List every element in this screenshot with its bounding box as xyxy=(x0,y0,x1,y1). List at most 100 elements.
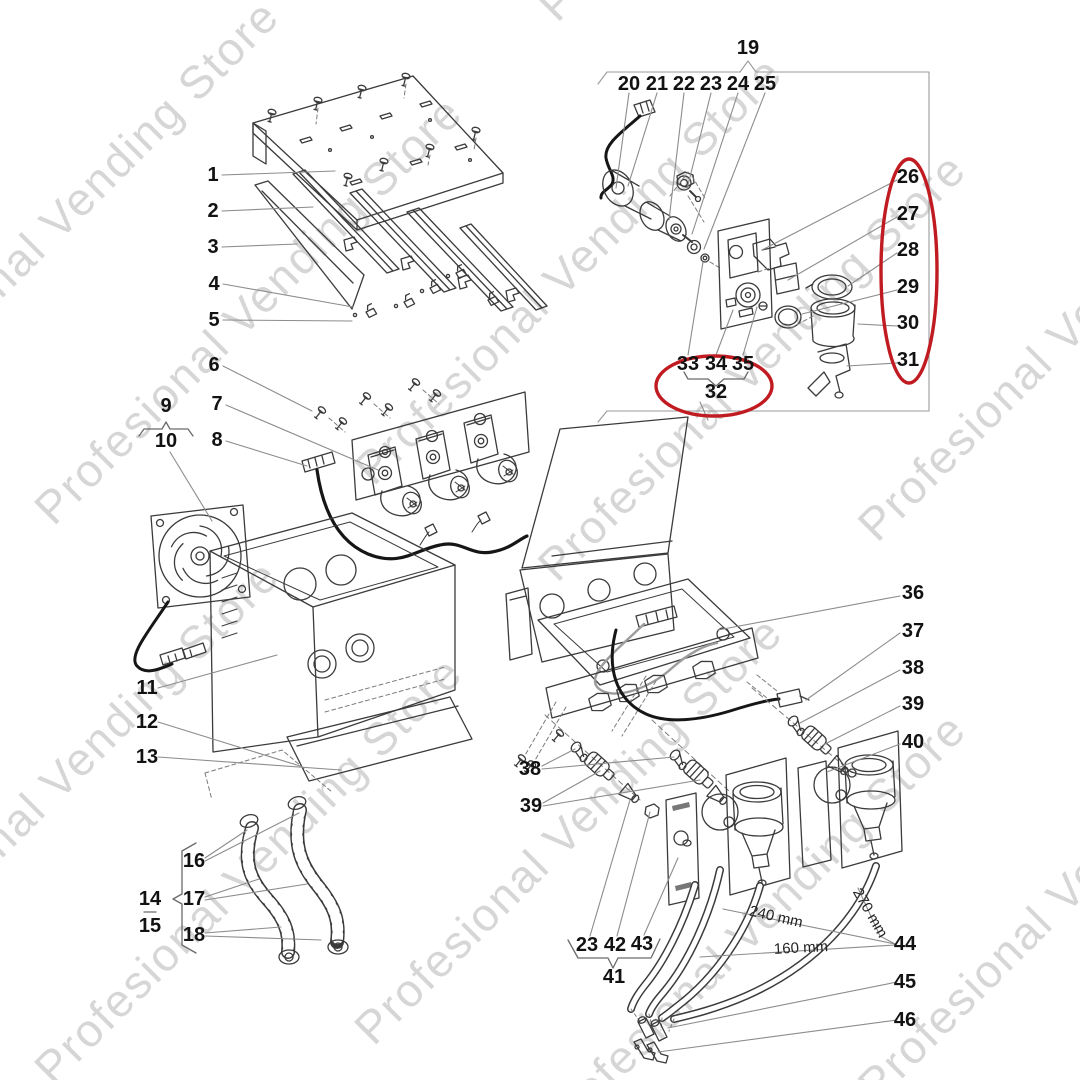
callout-23: 23 xyxy=(699,73,723,95)
doser-motor xyxy=(602,169,693,243)
measurement-160mm: 160 mm xyxy=(773,938,829,958)
board-tray-assembly xyxy=(512,578,810,775)
tray-clips xyxy=(352,263,500,319)
bracket-14-15 xyxy=(172,842,197,954)
callout-42: 42 xyxy=(603,934,627,956)
screw-axes xyxy=(315,83,477,166)
callout-26: 26 xyxy=(896,166,920,188)
callout-34: 34 xyxy=(704,353,728,375)
callout-31: 31 xyxy=(896,349,920,371)
callout-35: 35 xyxy=(731,353,755,375)
sensor-cable xyxy=(610,628,810,722)
doser-units xyxy=(701,730,903,896)
callout-22: 22 xyxy=(672,73,696,95)
callout-17: 17 xyxy=(182,888,206,910)
measurement-270mm: 270 mm xyxy=(849,885,891,941)
doser-outlet xyxy=(807,343,851,399)
retainer-panel xyxy=(665,792,700,906)
callout-25: 25 xyxy=(753,73,777,95)
doser-group-frame xyxy=(597,60,930,423)
callout-8: 8 xyxy=(211,429,223,451)
tray-slots xyxy=(299,100,473,186)
callout-28: 28 xyxy=(896,239,920,261)
fan-cable xyxy=(133,600,207,673)
callout-45: 45 xyxy=(893,971,917,993)
callout-13: 13 xyxy=(135,746,159,768)
blank-card xyxy=(797,760,832,868)
valve-part xyxy=(676,171,702,203)
red-highlights xyxy=(654,157,939,418)
machine-back-panels xyxy=(505,416,689,663)
callout-18: 18 xyxy=(182,924,206,946)
tray-front-panel xyxy=(254,180,365,310)
red-highlight-ellipse-2 xyxy=(654,354,774,418)
mounting-plate xyxy=(717,218,773,330)
connector-jack xyxy=(635,605,678,628)
callout-19: 19 xyxy=(736,37,760,59)
callout-39-right: 39 xyxy=(901,693,925,715)
vent-slots xyxy=(221,572,238,639)
leader-lines xyxy=(157,92,901,1053)
wiring-harness xyxy=(301,451,529,561)
motor-panel xyxy=(351,391,530,501)
callout-36: 36 xyxy=(901,582,925,604)
callout-32: 32 xyxy=(704,381,728,403)
callout-27: 27 xyxy=(896,203,920,225)
callout-40: 40 xyxy=(901,731,925,753)
callout-38-right: 38 xyxy=(901,657,925,679)
callout-10: 10 xyxy=(154,430,178,452)
callout-23-bottom: 23 xyxy=(575,934,599,956)
bracket-9-10 xyxy=(138,421,194,437)
front-rail xyxy=(545,627,759,719)
bracket-41 xyxy=(567,938,661,969)
callout-3: 3 xyxy=(207,236,219,258)
callout-33: 33 xyxy=(676,353,700,375)
callout-7: 7 xyxy=(211,393,223,415)
mixer-box xyxy=(209,512,473,782)
callout-41: 41 xyxy=(602,966,626,988)
doser-group-parts xyxy=(599,99,856,399)
fitting-chains xyxy=(544,687,857,906)
callout-2: 2 xyxy=(207,200,219,222)
red-highlight-ellipse-1 xyxy=(879,157,939,385)
washer xyxy=(686,239,702,255)
callout-20: 20 xyxy=(617,73,641,95)
callout-14: 14 xyxy=(138,888,162,910)
callout-5: 5 xyxy=(208,309,220,331)
bracket-32 xyxy=(683,371,749,387)
fan-hub xyxy=(190,546,210,566)
callout-21: 21 xyxy=(645,73,669,95)
callout-43: 43 xyxy=(630,933,654,955)
callout-38-left: 38 xyxy=(518,758,542,780)
callout-12: 12 xyxy=(135,711,159,733)
callout-44: 44 xyxy=(893,933,917,955)
nut xyxy=(644,803,660,819)
callout-30: 30 xyxy=(896,312,920,334)
callout-24: 24 xyxy=(726,73,750,95)
doser-block xyxy=(773,262,800,295)
measurement-240mm: 240 mm xyxy=(747,902,805,932)
callout-46: 46 xyxy=(893,1009,917,1031)
callout-6: 6 xyxy=(208,354,220,376)
callout-37: 37 xyxy=(901,620,925,642)
silicone-tubes xyxy=(627,862,880,1064)
motor-panel-assembly xyxy=(301,376,530,561)
port-rings xyxy=(307,633,375,679)
callout-1: 1 xyxy=(207,164,219,186)
tray-rails xyxy=(292,169,548,312)
tray-assembly xyxy=(252,71,548,319)
grouping-brackets xyxy=(138,371,749,969)
hoses xyxy=(204,749,349,965)
tray-flange xyxy=(252,122,267,165)
side-bracket xyxy=(505,587,533,661)
callout-29: 29 xyxy=(896,276,920,298)
o-ring xyxy=(774,305,802,329)
callout-39-left: 39 xyxy=(519,795,543,817)
hose-cuffs xyxy=(239,796,349,965)
fan-assembly xyxy=(133,504,251,673)
callout-9: 9 xyxy=(160,395,172,417)
callout-11: 11 xyxy=(136,677,158,699)
callout-16: 16 xyxy=(182,850,206,872)
